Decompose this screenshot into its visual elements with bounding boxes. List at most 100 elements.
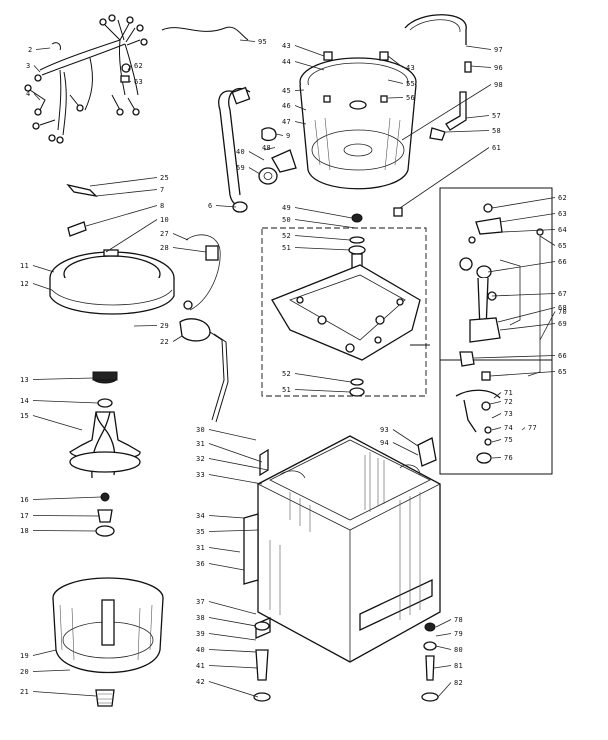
part-number-label: 43 bbox=[406, 64, 415, 72]
leader-line bbox=[89, 177, 158, 187]
part-number-label: 50 bbox=[282, 216, 291, 224]
part-number-label: 12 bbox=[20, 280, 29, 288]
leader-line bbox=[489, 401, 502, 405]
leader-line bbox=[387, 55, 404, 68]
leader-line bbox=[208, 458, 269, 471]
part-number-label: 32 bbox=[196, 455, 205, 463]
leader-line bbox=[294, 89, 305, 91]
leader-line bbox=[539, 311, 556, 341]
leader-line bbox=[32, 377, 94, 380]
leader-line bbox=[32, 649, 57, 656]
leader-line bbox=[127, 81, 132, 83]
leader-line bbox=[32, 415, 83, 431]
leader-line bbox=[491, 439, 502, 443]
part-number-label: 77 bbox=[528, 424, 537, 432]
leader-line bbox=[465, 115, 490, 119]
part-number-label: 58 bbox=[492, 127, 501, 135]
part-number-label: 18 bbox=[20, 527, 29, 535]
part-number-label: 30 bbox=[196, 426, 205, 434]
leader-line bbox=[127, 65, 132, 71]
part-number-label: 65 bbox=[558, 368, 567, 376]
leader-line bbox=[172, 233, 189, 241]
part-number-label: 82 bbox=[454, 679, 463, 687]
leader-line bbox=[497, 307, 556, 323]
outer-tub bbox=[299, 51, 417, 190]
leader-line bbox=[208, 474, 263, 485]
leader-line bbox=[33, 65, 41, 73]
part-number-label: 17 bbox=[20, 512, 29, 520]
leader-line bbox=[392, 442, 419, 456]
part-number-label: 4 bbox=[26, 90, 31, 98]
part-number-label: 66 bbox=[558, 258, 567, 266]
part-number-label: 74 bbox=[504, 424, 513, 432]
leader-line bbox=[433, 665, 452, 669]
part-number-label: 57 bbox=[492, 112, 501, 120]
part-number-label: 2 bbox=[28, 46, 33, 54]
part-number-label: 98 bbox=[494, 81, 503, 89]
leader-line bbox=[401, 84, 492, 141]
part-number-label: 38 bbox=[196, 614, 205, 622]
part-number-label: 56 bbox=[406, 94, 415, 102]
leader-line bbox=[172, 247, 207, 253]
leader-line bbox=[491, 427, 502, 431]
leader-line bbox=[493, 392, 502, 399]
leader-line bbox=[487, 261, 556, 273]
leader-line bbox=[208, 515, 245, 519]
part-number-label: 52 bbox=[282, 232, 291, 240]
leader-line bbox=[501, 229, 556, 233]
part-number-label: 47 bbox=[282, 118, 291, 126]
leader-line bbox=[32, 265, 55, 273]
leader-line bbox=[208, 665, 259, 669]
agitator-assembly bbox=[52, 371, 164, 707]
leader-line bbox=[95, 189, 158, 197]
part-number-label: 71 bbox=[504, 389, 513, 397]
tub-ring-and-lid bbox=[49, 183, 229, 423]
leader-line bbox=[263, 147, 276, 151]
leader-line bbox=[32, 530, 97, 532]
part-number-label: 41 bbox=[196, 662, 205, 670]
leader-line bbox=[521, 427, 526, 431]
part-number-label: 93 bbox=[380, 426, 389, 434]
leader-line bbox=[539, 235, 556, 246]
part-number-label: 73 bbox=[504, 410, 513, 418]
leader-line bbox=[489, 371, 556, 377]
part-number-label: 25 bbox=[160, 174, 169, 182]
part-number-label: 10 bbox=[160, 216, 169, 224]
part-number-label: 7 bbox=[160, 186, 165, 194]
part-number-label: 13 bbox=[20, 376, 29, 384]
part-number-label: 64 bbox=[558, 226, 567, 234]
part-number-label: 96 bbox=[494, 64, 503, 72]
part-number-label: 62 bbox=[134, 62, 143, 70]
part-number-label: 62 bbox=[558, 194, 567, 202]
leader-line bbox=[473, 355, 556, 359]
part-number-label: 66 bbox=[558, 352, 567, 360]
part-number-label: 78 bbox=[454, 616, 463, 624]
part-number-label: 69 bbox=[558, 320, 567, 328]
part-number-label: 31 bbox=[196, 440, 205, 448]
leader-line bbox=[294, 247, 351, 251]
part-number-label: 9 bbox=[286, 132, 291, 140]
leader-line bbox=[435, 633, 452, 637]
leader-line bbox=[491, 413, 502, 419]
part-number-label: 51 bbox=[282, 244, 291, 252]
leader-line bbox=[294, 61, 325, 71]
part-number-label: 43 bbox=[282, 42, 291, 50]
leader-line bbox=[215, 205, 237, 208]
leader-line bbox=[208, 633, 257, 641]
part-number-label: 70 bbox=[558, 308, 567, 316]
part-number-label: 33 bbox=[196, 471, 205, 479]
part-number-label: 97 bbox=[494, 46, 503, 54]
drain-hose bbox=[218, 86, 297, 213]
part-number-label: 63 bbox=[134, 78, 143, 86]
part-number-label: 95 bbox=[258, 38, 267, 46]
part-number-label: 29 bbox=[160, 322, 169, 330]
leader-line bbox=[208, 649, 257, 653]
leveling-legs bbox=[253, 621, 439, 702]
part-number-label: 34 bbox=[196, 512, 205, 520]
leader-line bbox=[208, 529, 259, 532]
leader-line bbox=[435, 645, 452, 650]
part-number-label: 20 bbox=[20, 668, 29, 676]
leader-line bbox=[437, 682, 452, 698]
leader-line bbox=[294, 121, 307, 125]
leader-line bbox=[387, 79, 404, 84]
